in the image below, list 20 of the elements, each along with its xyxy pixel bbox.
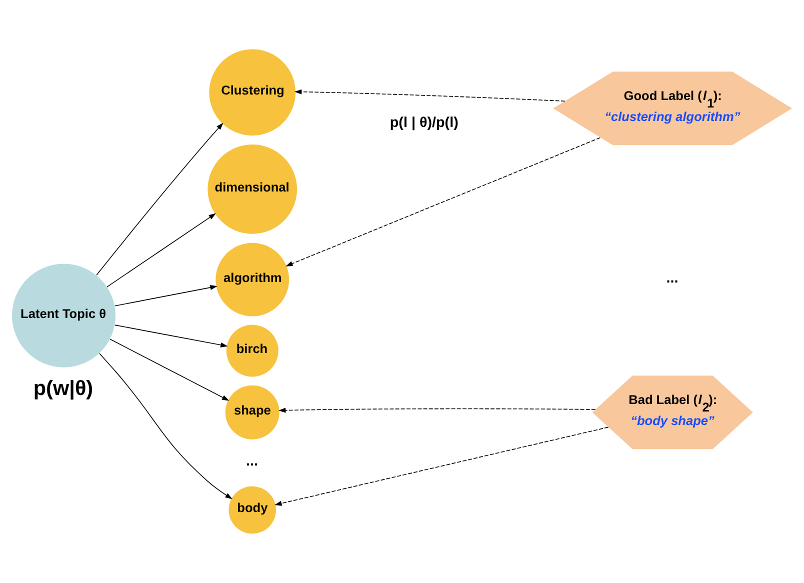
arrow: [114, 285, 218, 306]
node-circle: Latent Topic θ: [12, 264, 116, 368]
label: ...: [246, 453, 258, 470]
arrow: [274, 426, 609, 506]
arrow: [286, 137, 601, 266]
node-circle: Clustering: [209, 49, 296, 136]
label: p(l | θ)/p(l): [390, 115, 458, 132]
arrow: [294, 89, 566, 102]
arrow: [278, 408, 596, 413]
arrow: [96, 122, 224, 276]
node-circle: body: [228, 486, 276, 534]
label: p(w|θ): [33, 377, 94, 400]
arrow: [106, 213, 216, 288]
arrow: [99, 352, 232, 500]
node-circle: algorithm: [216, 242, 290, 316]
arrow: [114, 324, 228, 348]
node-circle: shape: [225, 385, 280, 440]
node-circle: birch: [226, 324, 278, 377]
arrow: [110, 338, 230, 401]
label: ...: [666, 270, 678, 286]
